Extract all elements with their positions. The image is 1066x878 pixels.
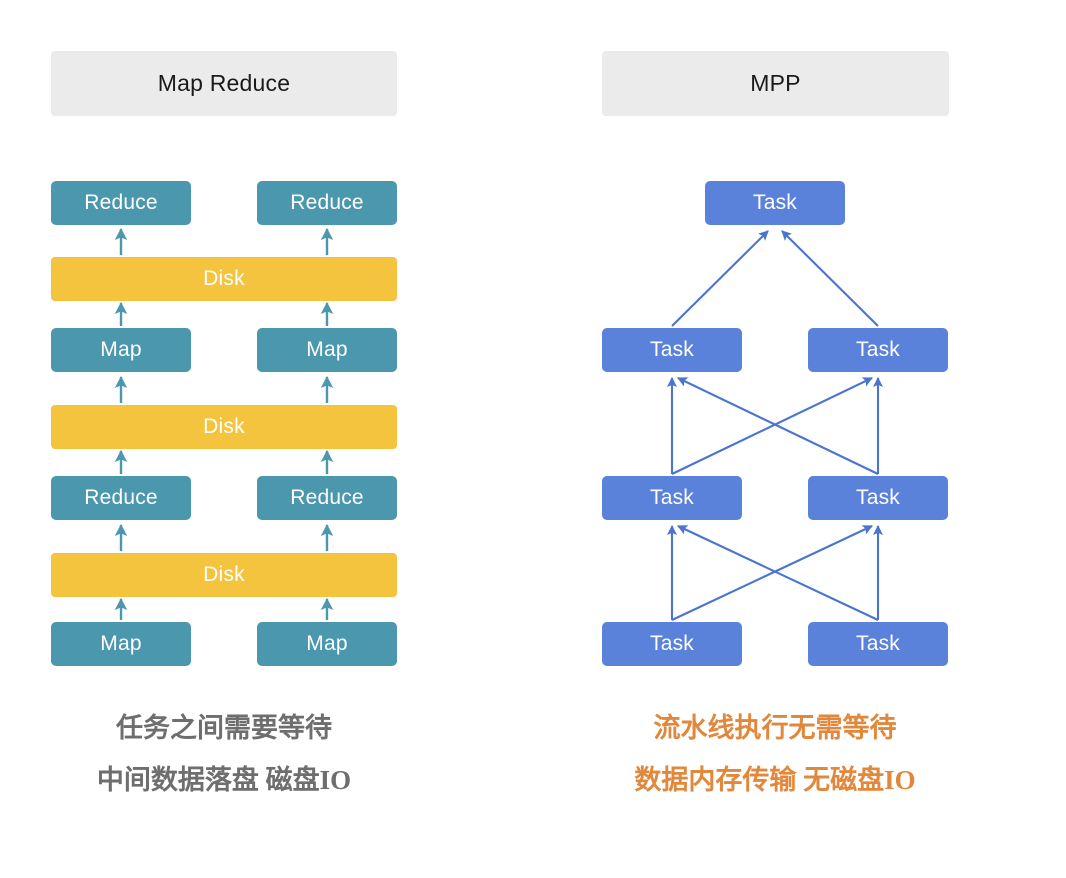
mapreduce-node-reduce-top-left: Reduce — [51, 181, 191, 225]
node-label: Map — [306, 338, 348, 361]
mpp-node-task-row4-right: Task — [808, 622, 948, 666]
mapreduce-node-reduce-top-right: Reduce — [257, 181, 397, 225]
node-label: Disk — [203, 267, 245, 290]
node-label: Disk — [203, 563, 245, 586]
mapreduce-node-map-upper-right: Map — [257, 328, 397, 372]
arrow-row4-right-to-row3-left — [677, 525, 879, 621]
node-label: Task — [650, 632, 694, 655]
mpp-node-task-row3-left: Task — [602, 476, 742, 520]
caption-mpp-line1: 流水线执行无需等待 — [653, 713, 897, 743]
mpp-node-task-top: Task — [705, 181, 845, 225]
mpp-node-task-row4-left: Task — [602, 622, 742, 666]
caption-mapreduce-line2: 中间数据落盘 磁盘IO — [96, 765, 352, 795]
mpp-node-task-row3-right: Task — [808, 476, 948, 520]
column-header-mpp-label: MPP — [750, 70, 801, 96]
node-label: Reduce — [84, 486, 158, 509]
node-label: Task — [856, 486, 900, 509]
node-label: Reduce — [84, 191, 158, 214]
mapreduce-node-map-bottom-right: Map — [257, 622, 397, 666]
node-label: Reduce — [290, 486, 364, 509]
caption-mapreduce: 任务之间需要等待 中间数据落盘 磁盘IO — [24, 702, 424, 806]
node-label: Map — [306, 632, 348, 655]
node-label: Task — [650, 486, 694, 509]
arrow-row2-left-to-top — [671, 230, 769, 327]
mapreduce-node-disk-1: Disk — [51, 257, 397, 301]
caption-mpp: 流水线执行无需等待 数据内存传输 无磁盘IO — [575, 702, 975, 806]
arrow-row4-left-to-row3-right — [671, 525, 873, 621]
arrow-row3-left-to-row2-right — [671, 377, 873, 475]
node-label: Map — [100, 632, 142, 655]
mapreduce-node-map-bottom-left: Map — [51, 622, 191, 666]
node-label: Task — [856, 338, 900, 361]
mpp-arrows — [666, 230, 884, 621]
caption-mapreduce-line1: 任务之间需要等待 — [116, 713, 332, 743]
mpp-node-task-row2-left: Task — [602, 328, 742, 372]
node-label: Task — [650, 338, 694, 361]
node-label: Disk — [203, 415, 245, 438]
mapreduce-node-reduce-lower-right: Reduce — [257, 476, 397, 520]
arrow-row3-right-to-row2-left — [677, 377, 879, 475]
node-label: Task — [753, 191, 797, 214]
caption-mpp-line2: 数据内存传输 无磁盘IO — [634, 765, 916, 795]
mapreduce-node-map-upper-left: Map — [51, 328, 191, 372]
arrow-row2-right-to-top — [781, 230, 879, 327]
column-header-mpp: MPP — [602, 51, 949, 116]
mpp-node-task-row2-right: Task — [808, 328, 948, 372]
column-header-mapreduce: Map Reduce — [51, 51, 397, 116]
mapreduce-node-reduce-lower-left: Reduce — [51, 476, 191, 520]
column-header-mapreduce-label: Map Reduce — [157, 70, 291, 96]
mapreduce-node-disk-3: Disk — [51, 553, 397, 597]
node-label: Map — [100, 338, 142, 361]
mapreduce-node-disk-2: Disk — [51, 405, 397, 449]
node-label: Task — [856, 632, 900, 655]
node-label: Reduce — [290, 191, 364, 214]
